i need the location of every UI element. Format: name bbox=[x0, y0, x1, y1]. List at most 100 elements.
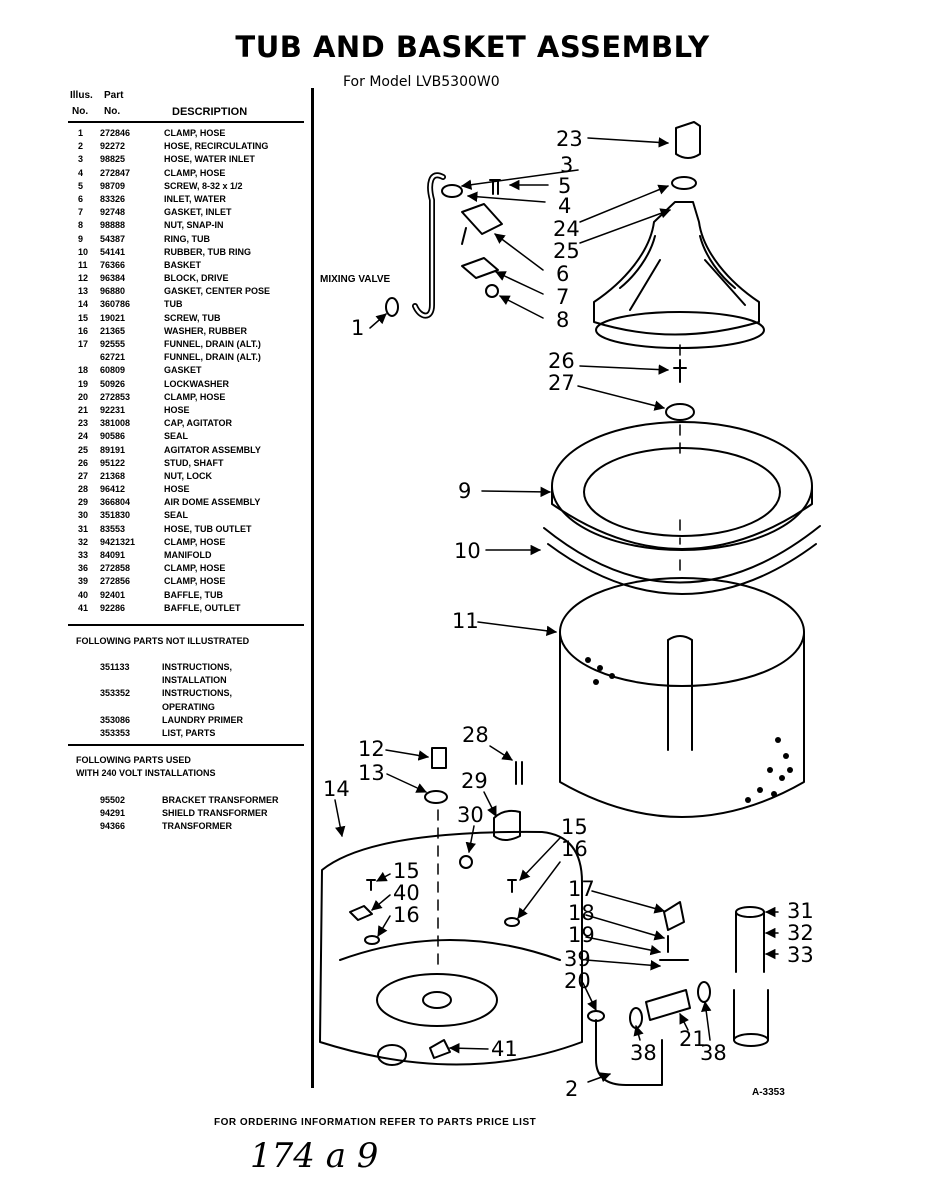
illus-number: 15 bbox=[78, 312, 89, 323]
part-description: INLET, WATER bbox=[164, 193, 226, 204]
illus-number: 28 bbox=[78, 484, 89, 495]
callout-16-right: 16 bbox=[561, 837, 588, 861]
clamp-hose-1 bbox=[385, 297, 399, 317]
callout-6: 6 bbox=[556, 262, 569, 286]
lock-nut bbox=[665, 403, 695, 421]
page-title: TUB AND BASKET ASSEMBLY bbox=[235, 30, 710, 64]
part-number: 366804 bbox=[100, 497, 131, 508]
part-description: AGITATOR ASSEMBLY bbox=[164, 444, 261, 455]
part-description: LOCKWASHER bbox=[164, 378, 229, 389]
part-description: FUNNEL, DRAIN (ALT.) bbox=[164, 339, 261, 349]
gasket-inlet-7 bbox=[461, 257, 499, 279]
part-description: LIST, PARTS bbox=[162, 728, 216, 738]
tub-screw-right bbox=[507, 879, 517, 893]
illus-number: 25 bbox=[78, 444, 89, 455]
callout-26: 26 bbox=[548, 349, 575, 373]
part-number: 21365 bbox=[100, 325, 126, 336]
part-description: CLAMP, HOSE bbox=[164, 391, 226, 402]
part-description: CLAMP, HOSE bbox=[164, 167, 226, 178]
callout-33: 33 bbox=[787, 943, 814, 967]
part-description: SEAL bbox=[164, 431, 189, 442]
mixing-valve-label: MIXING VALVE bbox=[320, 274, 391, 285]
hose-clamp-38-right bbox=[697, 981, 711, 1003]
part-description: LAUNDRY PRIMER bbox=[162, 714, 244, 725]
part-description: GASKET bbox=[164, 365, 202, 376]
part-description: FUNNEL, DRAIN (ALT.) bbox=[164, 352, 261, 363]
callout-9: 9 bbox=[458, 479, 471, 503]
part-number: 353353 bbox=[100, 728, 131, 738]
outlet-baffle bbox=[429, 1039, 451, 1059]
part-number: 92748 bbox=[100, 207, 126, 218]
center-post-gasket bbox=[424, 790, 448, 804]
part-description: INSTALLATION bbox=[162, 675, 227, 686]
basket-perforations bbox=[585, 657, 793, 803]
illus-number: 14 bbox=[78, 299, 89, 310]
tub-screw-left bbox=[366, 879, 376, 891]
part-description: HOSE, WATER INLET bbox=[164, 154, 255, 165]
drain-funnel bbox=[663, 901, 685, 931]
part-description: CLAMP, HOSE bbox=[164, 536, 226, 547]
illus-number: 21 bbox=[78, 404, 89, 415]
callout-1: 1 bbox=[351, 316, 364, 340]
callout-8: 8 bbox=[556, 308, 569, 332]
leader-lines bbox=[334, 137, 779, 1083]
part-number: 9421321 bbox=[100, 536, 136, 547]
part-description: MANIFOLD bbox=[164, 550, 212, 560]
part-description: RING, TUB bbox=[164, 233, 210, 244]
part-description: CLAMP, HOSE bbox=[164, 128, 226, 138]
callout-15-left: 15 bbox=[393, 859, 420, 883]
part-number: 92555 bbox=[100, 339, 126, 349]
illus-number: 7 bbox=[78, 207, 84, 218]
part-number: 272847 bbox=[100, 167, 131, 178]
callout-39: 39 bbox=[564, 947, 591, 971]
handwritten-note: 174 a 9 bbox=[250, 1136, 379, 1176]
callout-12: 12 bbox=[358, 737, 385, 761]
parts-row: 17 92555 FUNNEL, DRAIN (ALT.) bbox=[70, 339, 310, 352]
section-rule bbox=[68, 744, 304, 746]
illus-number: 29 bbox=[78, 497, 89, 508]
part-description: TRANSFORMER bbox=[162, 821, 232, 832]
illus-number: 17 bbox=[78, 339, 89, 349]
callout-31: 31 bbox=[787, 899, 814, 923]
part-number: 96412 bbox=[100, 484, 126, 495]
callout-13: 13 bbox=[358, 761, 385, 785]
illus-number: 12 bbox=[78, 273, 89, 284]
not-illustrated-header: FOLLOWING PARTS NOT ILLUSTRATED bbox=[76, 636, 250, 646]
basket bbox=[559, 577, 805, 818]
snap-in-nut-8 bbox=[485, 284, 499, 298]
callout-10: 10 bbox=[454, 539, 481, 563]
hose-clamp-38-left bbox=[629, 1007, 643, 1029]
part-number: 272846 bbox=[100, 128, 131, 138]
illus-number: 30 bbox=[78, 510, 89, 521]
part-description: BAFFLE, OUTLET bbox=[164, 602, 241, 613]
part-description: BRACKET TRANSFORMER bbox=[162, 795, 279, 805]
illus-number: 20 bbox=[78, 391, 89, 402]
part-number: 92272 bbox=[100, 141, 126, 152]
part-number: 19021 bbox=[100, 312, 126, 323]
agitator-cap bbox=[675, 121, 701, 159]
part-description: SCREW, 8-32 x 1/2 bbox=[164, 180, 243, 191]
drive-block bbox=[431, 747, 447, 769]
part-description: CLAMP, HOSE bbox=[164, 576, 226, 587]
part-number: 272858 bbox=[100, 563, 131, 574]
header-description: DESCRIPTION bbox=[172, 106, 248, 118]
callout-17: 17 bbox=[568, 877, 595, 901]
header-part: Part bbox=[104, 90, 124, 101]
part-number: 351830 bbox=[100, 510, 131, 521]
list-rule bbox=[68, 624, 304, 626]
tub-baffle bbox=[349, 905, 373, 921]
part-number: 94366 bbox=[100, 821, 126, 832]
